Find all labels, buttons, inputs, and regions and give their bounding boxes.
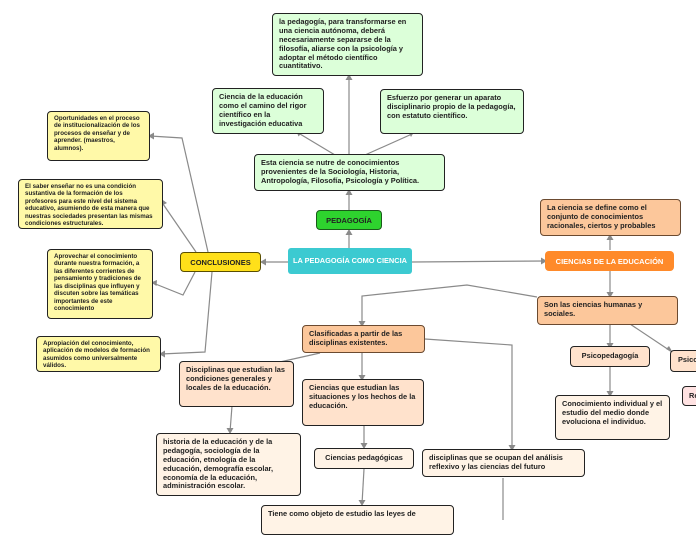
connector-disciplinas-historia bbox=[229, 405, 233, 433]
psicopedagogia-node[interactable]: Psicopedagogía bbox=[570, 346, 650, 367]
clasificadas-text: Clasificadas a partir de las disciplinas… bbox=[309, 329, 403, 347]
conclusion-item-4[interactable]: Apropiación del conocimiento, aplicación… bbox=[36, 336, 161, 372]
conocimiento-individual-text: Conocimiento individual y el estudio del… bbox=[562, 399, 663, 426]
connector-humanas-clasificadas bbox=[361, 284, 538, 325]
disciplinas-estudian-node[interactable]: Disciplinas que estudian las condiciones… bbox=[179, 361, 294, 407]
situaciones-node[interactable]: Ciencias que estudian las situaciones y … bbox=[302, 379, 424, 426]
connector-root-ciencias bbox=[411, 260, 546, 263]
conclusion-item-2-text: El saber enseñar no es una condición sus… bbox=[25, 183, 153, 228]
re-node[interactable]: Re bbox=[682, 386, 696, 406]
objeto-text: Tiene como objeto de estudio las leyes d… bbox=[268, 509, 416, 518]
transformarse-text: la pedagogía, para transformarse en una … bbox=[279, 17, 407, 71]
reflexivo-node[interactable]: disciplinas que se ocupan del análisis r… bbox=[422, 449, 585, 477]
conclusion-item-4-text: Apropiación del conocimiento, aplicación… bbox=[43, 340, 150, 370]
pedagogia-node[interactable]: PEDAGOGÍA bbox=[316, 210, 382, 230]
define-text: La ciencia se define como el conjunto de… bbox=[547, 203, 656, 230]
reflexivo-text: disciplinas que se ocupan del análisis r… bbox=[429, 453, 563, 471]
pedagogicas-label: Ciencias pedagógicas bbox=[325, 453, 403, 463]
connector-lines bbox=[148, 74, 673, 520]
psico-node[interactable]: Psico bbox=[670, 350, 696, 372]
transformarse-node[interactable]: la pedagogía, para transformarse en una … bbox=[272, 13, 423, 76]
conclusiones-node[interactable]: CONCLUSIONES bbox=[180, 252, 261, 272]
humanas-node[interactable]: Son las ciencias humanas y sociales. bbox=[537, 296, 678, 325]
ciencias-label: CIENCIAS DE LA EDUCACIÓN bbox=[555, 256, 664, 266]
pedagogicas-node[interactable]: Ciencias pedagógicas bbox=[314, 448, 414, 469]
camino-node[interactable]: Ciencia de la educación como el camino d… bbox=[212, 88, 324, 134]
connector-humanas-psico bbox=[629, 323, 673, 353]
connector-conclusiones-item2 bbox=[162, 203, 197, 253]
ciencias-node[interactable]: CIENCIAS DE LA EDUCACIÓN bbox=[545, 251, 674, 271]
conclusion-item-3-text: Aprovechar el conocimiento durante nuest… bbox=[54, 253, 141, 313]
esfuerzo-node[interactable]: Esfuerzo por generar un aparato discipli… bbox=[380, 89, 524, 134]
pedagogia-label: PEDAGOGÍA bbox=[326, 215, 372, 225]
connector-conclusiones-item4 bbox=[160, 271, 213, 355]
historia-node[interactable]: historia de la educación y de la pedagog… bbox=[156, 433, 301, 496]
re-label: Re bbox=[689, 391, 696, 400]
esfuerzo-text: Esfuerzo por generar un aparato discipli… bbox=[387, 93, 516, 120]
conclusion-item-1[interactable]: Oportunidades en el proceso de instituci… bbox=[47, 111, 150, 161]
situaciones-text: Ciencias que estudian las situaciones y … bbox=[309, 383, 416, 410]
conclusion-item-2[interactable]: El saber enseñar no es una condición sus… bbox=[18, 179, 163, 229]
root-node[interactable]: LA PEDAGOGÍA COMO CIENCIA bbox=[288, 248, 412, 274]
connector-conclusiones-item3 bbox=[152, 271, 196, 296]
conclusiones-label: CONCLUSIONES bbox=[190, 257, 251, 267]
humanas-text: Son las ciencias humanas y sociales. bbox=[544, 300, 643, 318]
connector-conclusiones-item1 bbox=[149, 135, 209, 253]
connector-nutre-camino bbox=[299, 133, 336, 156]
connector-clasificadas-reflexivo bbox=[424, 338, 513, 449]
psicopedagogia-label: Psicopedagogía bbox=[581, 351, 639, 361]
nutre-text: Esta ciencia se nutre de conocimientos p… bbox=[261, 158, 420, 185]
objeto-node[interactable]: Tiene como objeto de estudio las leyes d… bbox=[261, 505, 454, 535]
nutre-node[interactable]: Esta ciencia se nutre de conocimientos p… bbox=[254, 154, 445, 191]
clasificadas-node[interactable]: Clasificadas a partir de las disciplinas… bbox=[302, 325, 425, 353]
historia-text: historia de la educación y de la pedagog… bbox=[163, 437, 274, 491]
psico-label: Psico bbox=[678, 355, 696, 364]
disciplinas-estudian-text: Disciplinas que estudian las condiciones… bbox=[186, 365, 285, 392]
conocimiento-individual-node[interactable]: Conocimiento individual y el estudio del… bbox=[555, 395, 670, 440]
connector-nutre-esfuerzo bbox=[364, 133, 413, 156]
camino-text: Ciencia de la educación como el camino d… bbox=[219, 92, 307, 128]
define-node[interactable]: La ciencia se define como el conjunto de… bbox=[540, 199, 681, 236]
conclusion-item-1-text: Oportunidades en el proceso de instituci… bbox=[54, 115, 140, 152]
connector-pedagogicas-objeto bbox=[361, 468, 365, 505]
root-label: LA PEDAGOGÍA COMO CIENCIA bbox=[292, 255, 407, 265]
conclusion-item-3[interactable]: Aprovechar el conocimiento durante nuest… bbox=[47, 249, 153, 319]
